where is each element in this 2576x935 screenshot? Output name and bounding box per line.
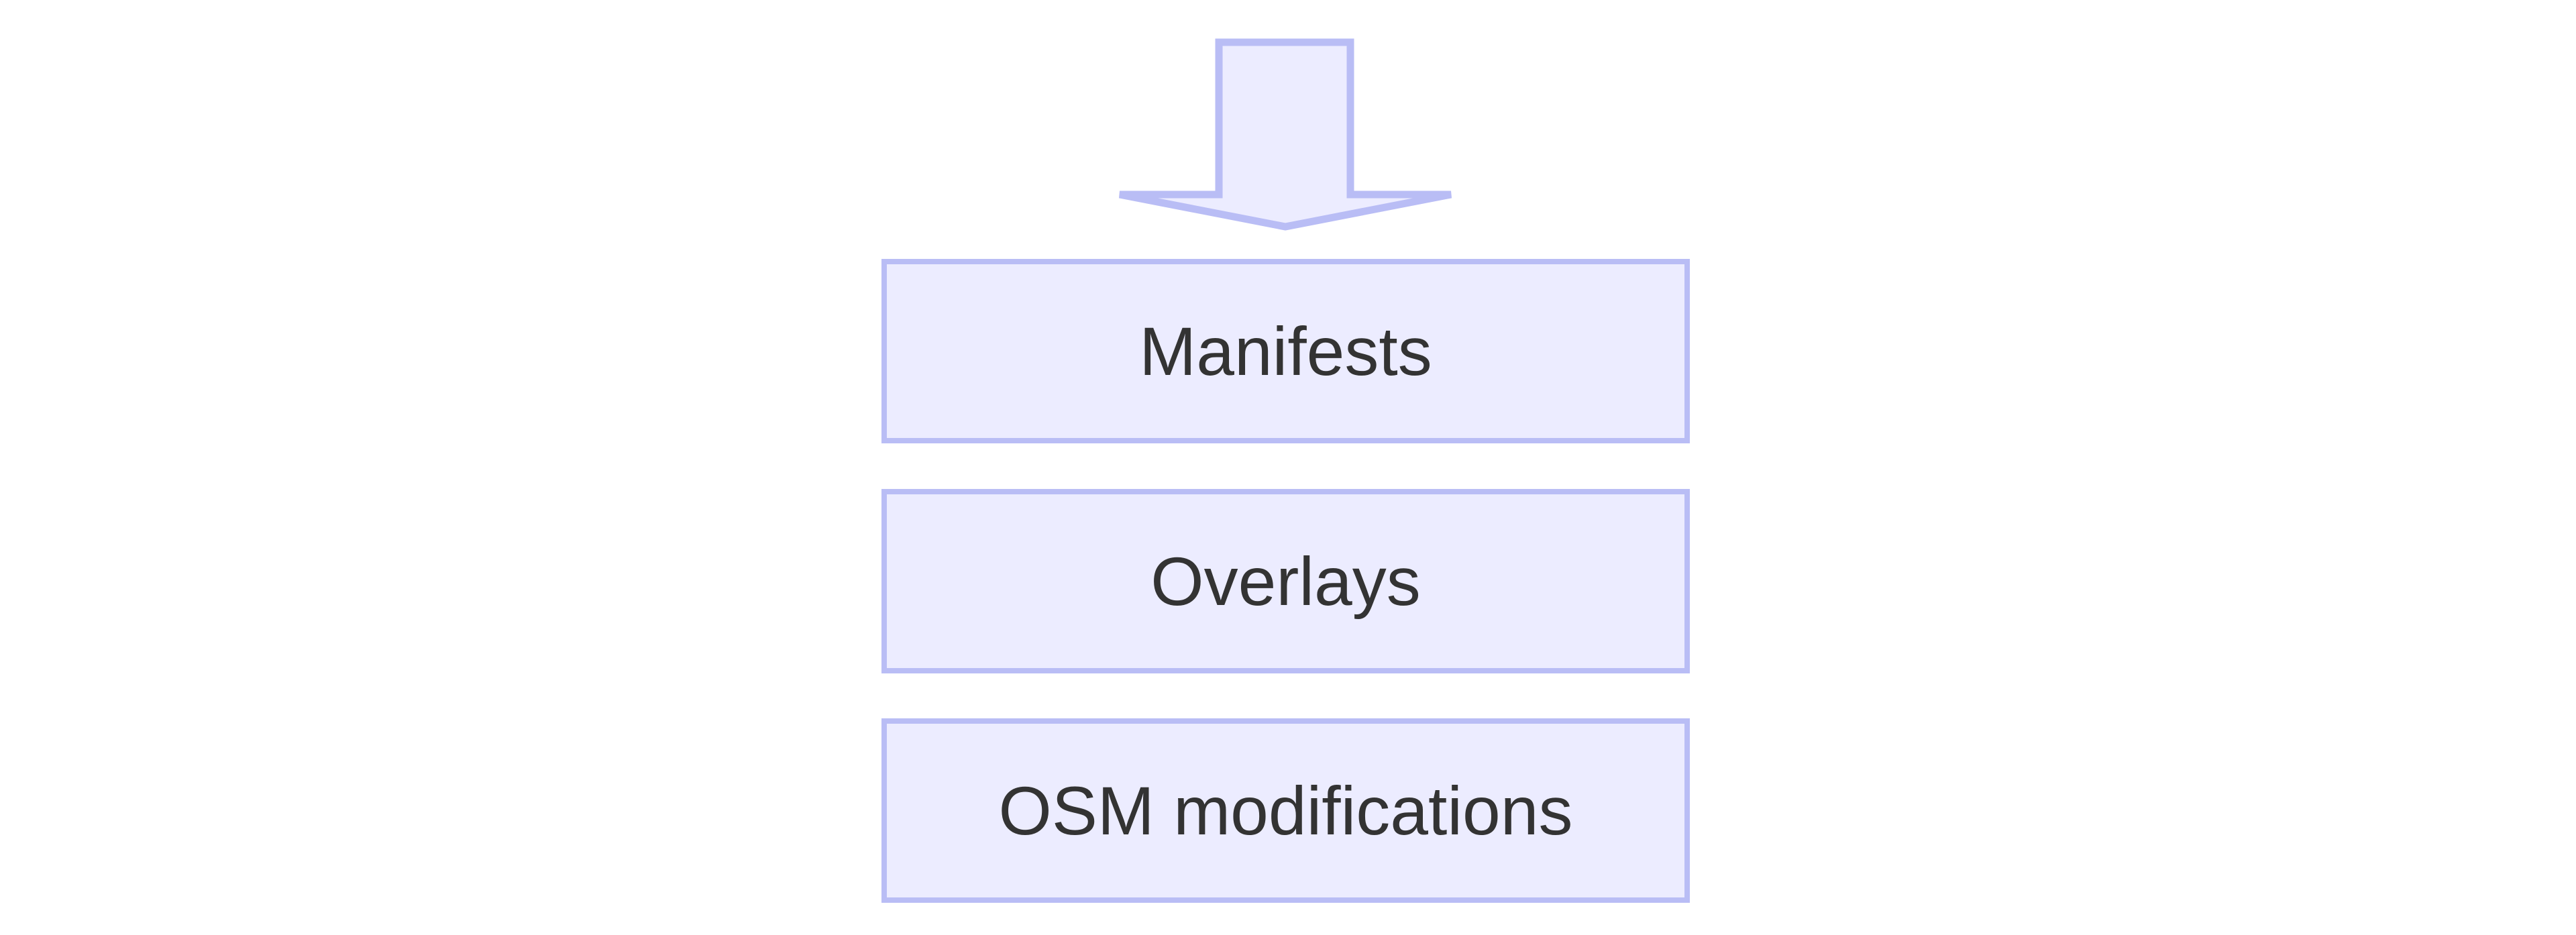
node-overlays[interactable]: Overlays [881, 489, 1690, 673]
node-manifests[interactable]: Manifests [881, 259, 1690, 443]
node-overlays-label: Overlays [1150, 543, 1421, 620]
down-arrow [1114, 37, 1457, 233]
node-osm-modifications-label: OSM modifications [998, 772, 1573, 849]
down-arrow-polygon [1118, 38, 1452, 231]
node-osm-modifications[interactable]: OSM modifications [881, 718, 1690, 903]
down-arrow-shape [1118, 38, 1452, 231]
node-manifests-label: Manifests [1139, 313, 1432, 390]
